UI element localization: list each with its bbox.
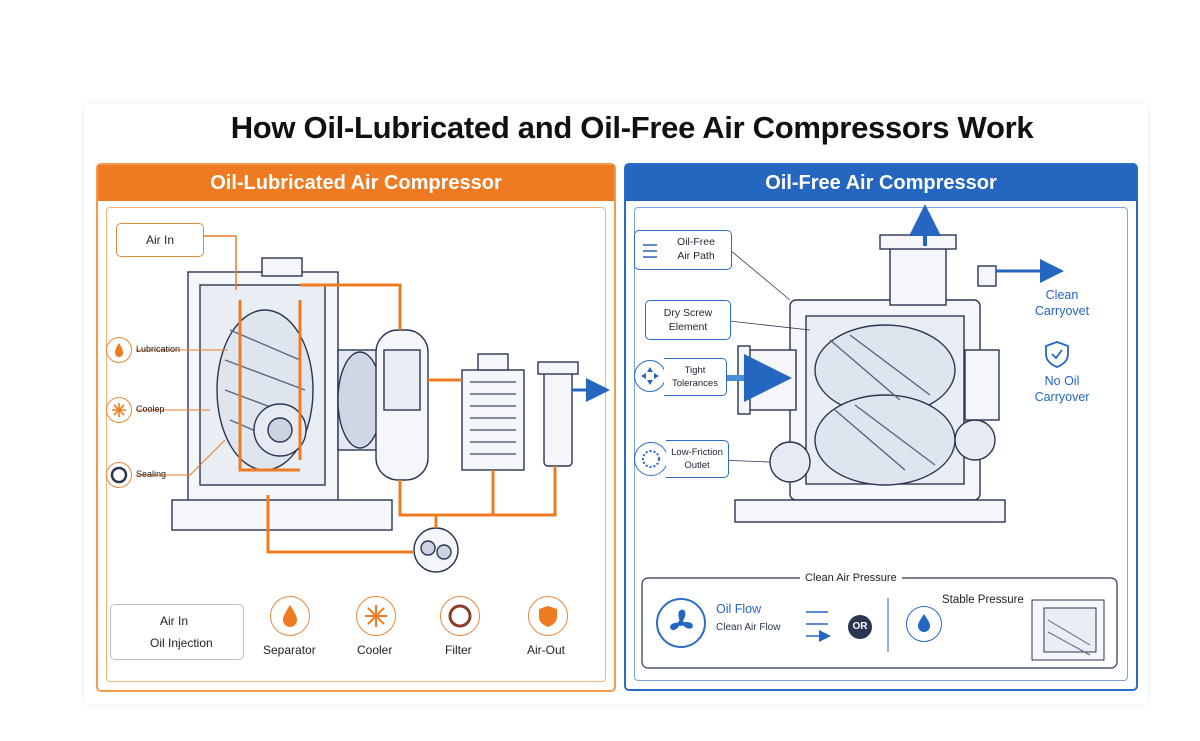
air-out-label: Air-Out xyxy=(527,643,566,657)
oil-free-path-line1: Oil-Free xyxy=(677,236,715,248)
legend-box xyxy=(110,604,244,660)
compass-arrows-icon xyxy=(641,367,659,385)
coolep-label: Coolep xyxy=(136,404,165,414)
separator-icon-circle xyxy=(270,596,310,636)
oil-lubricated-header: Oil-Lubricated Air Compressor xyxy=(98,165,614,201)
tight-tolerances-icon-circle xyxy=(634,360,666,392)
air-in-label: Air In xyxy=(145,233,174,247)
or-badge: OR xyxy=(848,615,872,639)
oil-free-inner-frame xyxy=(634,207,1128,681)
flow-lines-icon xyxy=(806,611,828,636)
sealing-callout xyxy=(106,462,132,488)
oil-drop-icon xyxy=(283,605,297,627)
oil-free-path-callout: Oil-Free Air Path xyxy=(634,230,732,270)
air-out-icon-circle xyxy=(528,596,568,636)
legend-air-in-label: Air In xyxy=(160,614,189,628)
cooler-icon-circle xyxy=(356,596,396,636)
low-friction-callout: Low-Friction Outlet xyxy=(666,440,729,478)
sealing-leader xyxy=(136,439,226,476)
screw-thumbnail xyxy=(1031,599,1105,661)
air-in-leader xyxy=(204,235,237,290)
clean-carryover-label: Clean Carryovet xyxy=(1034,288,1090,318)
lubrication-callout xyxy=(106,337,132,363)
air-in-box: Air In xyxy=(116,223,204,257)
snowflake-icon xyxy=(365,605,387,627)
coolep-callout xyxy=(106,397,132,423)
low-friction-icon-circle xyxy=(634,442,668,476)
oil-circuit-pipes xyxy=(238,283,557,554)
sealing-label: Sealing xyxy=(136,469,167,479)
low-friction-line2: Outlet xyxy=(684,460,710,471)
legend-oil-injection-label: Oil Injection xyxy=(150,636,213,650)
dry-screw-compressor xyxy=(734,234,1006,523)
dry-screw-callout: Dry Screw Element xyxy=(645,300,731,340)
oil-free-panel: Oil-Free Air Compressor xyxy=(624,163,1138,691)
dry-screw-line1: Dry Screw xyxy=(663,307,713,319)
low-friction-line1: Low-Friction xyxy=(671,447,723,458)
cooler-label: Cooler xyxy=(357,643,393,657)
separator-label: Separator xyxy=(263,643,316,657)
cooler-unit xyxy=(461,353,525,471)
dry-screw-leader xyxy=(719,319,811,331)
compressor-block xyxy=(171,257,393,531)
dotted-circle-icon xyxy=(642,450,660,468)
tight-tolerances-line2: Tolerances xyxy=(672,378,718,389)
snowflake-icon xyxy=(112,403,126,417)
fan-icon xyxy=(670,609,693,631)
dry-screw-line2: Element xyxy=(668,321,708,333)
oil-free-path-leader xyxy=(729,249,791,301)
tight-tolerances-callout: Tight Tolerances xyxy=(664,358,727,396)
no-oil-carryover-label: No Oil Carryover xyxy=(1034,374,1090,404)
page-title: How Oil-Lubricated and Oil-Free Air Comp… xyxy=(230,110,1034,145)
oil-drop-icon xyxy=(115,343,123,357)
oil-lubricated-panel: Oil-Lubricated Air Compressor xyxy=(96,163,616,692)
lubrication-label: Lubrication xyxy=(136,344,181,354)
oil-free-path-line2: Air Path xyxy=(677,250,715,262)
filter-icon-circle xyxy=(440,596,480,636)
stable-pressure-label: Stable Pressure xyxy=(942,594,1024,606)
oil-lubricated-inner-frame xyxy=(106,207,606,682)
air-path-icon xyxy=(643,244,657,258)
oil-flow-sub-label: Clean Air Flow xyxy=(716,622,781,633)
water-drop-icon-circle xyxy=(906,606,942,642)
tight-tolerances-line1: Tight xyxy=(684,365,706,376)
oil-pump xyxy=(413,527,459,573)
water-drop-icon xyxy=(918,614,930,632)
shield-icon xyxy=(539,606,557,627)
separator-tank xyxy=(375,329,429,481)
clean-air-pressure-title: Clean Air Pressure xyxy=(800,572,902,584)
oil-flow-label: Oil Flow xyxy=(716,602,762,616)
shield-check-icon xyxy=(1045,341,1069,368)
oil-free-header: Oil-Free Air Compressor xyxy=(626,165,1136,201)
filter-label: Filter xyxy=(445,643,472,657)
filter-unit xyxy=(537,361,579,467)
ring-icon xyxy=(448,604,472,628)
fan-icon-circle xyxy=(656,598,706,648)
ring-icon xyxy=(110,466,128,484)
